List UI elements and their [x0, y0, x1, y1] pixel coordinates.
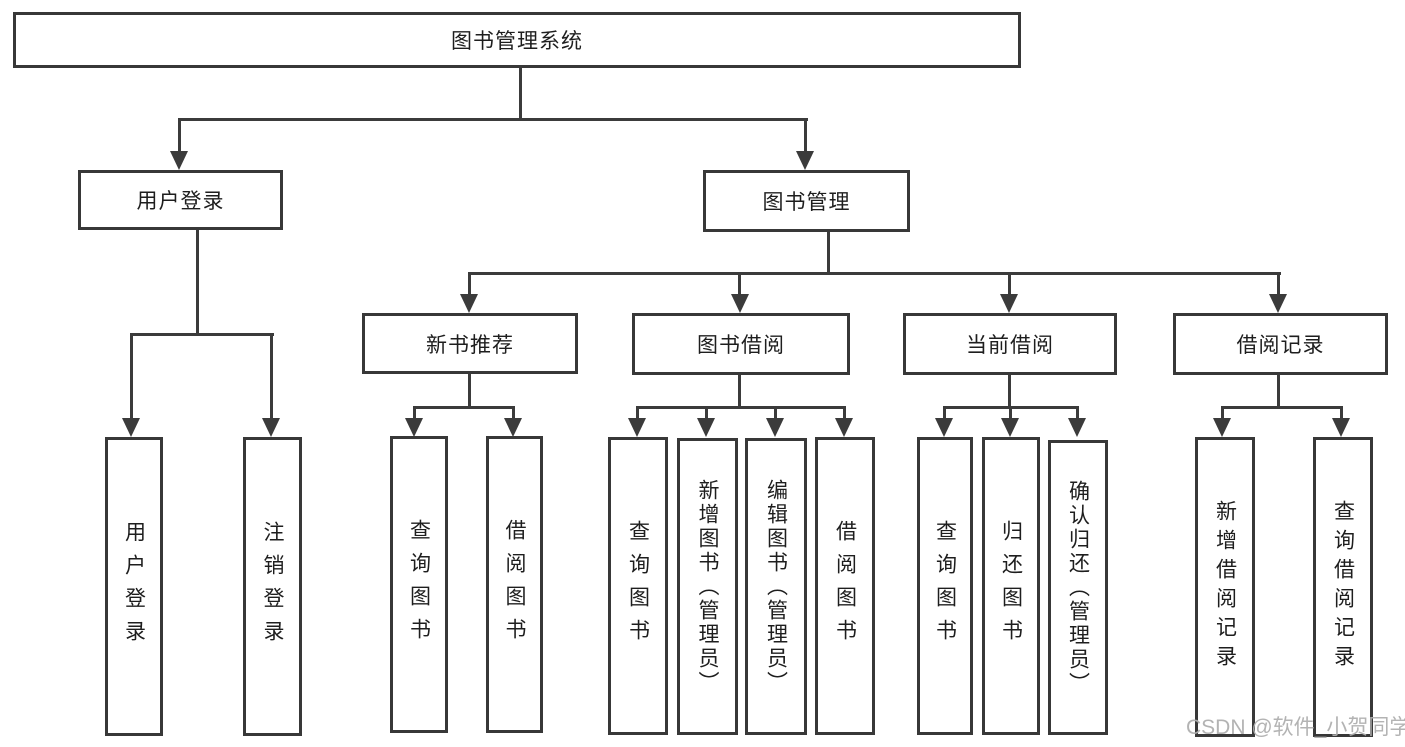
arrow-down-icon: [504, 418, 522, 437]
leaf-return-books: 归还图书: [982, 437, 1040, 735]
connector: [468, 275, 471, 296]
connector: [636, 406, 846, 409]
leaf-return-books-label: 归还图书: [999, 520, 1023, 652]
arrow-down-icon: [1068, 418, 1086, 437]
connector: [130, 336, 133, 420]
connector: [512, 409, 515, 420]
connector: [413, 409, 416, 420]
watermark: CSDN @软件_小贺同学: [1186, 716, 1405, 739]
arrow-down-icon: [1213, 418, 1231, 437]
connector: [1221, 406, 1343, 409]
connector: [1008, 375, 1011, 407]
connector: [943, 409, 946, 420]
connector: [943, 406, 1079, 409]
node-borrow-records: 借阅记录: [1173, 313, 1388, 375]
arrow-down-icon: [731, 294, 749, 313]
node-book-borrow-label: 图书借阅: [697, 334, 785, 357]
connector: [178, 121, 181, 155]
connector: [519, 68, 522, 120]
leaf-add-borrow-record: 新增借阅记录: [1195, 437, 1255, 737]
connector: [178, 118, 808, 121]
leaf-user-login-label: 用户登录: [122, 520, 146, 653]
connector: [1277, 275, 1280, 296]
leaf-query-books-3-label: 查询图书: [933, 520, 957, 652]
connector: [843, 409, 846, 420]
node-current-borrow-label: 当前借阅: [966, 334, 1054, 357]
arrow-down-icon: [835, 418, 853, 437]
arrow-down-icon: [1269, 294, 1287, 313]
leaf-query-borrow-record: 查询借阅记录: [1313, 437, 1373, 737]
connector: [827, 232, 830, 273]
node-book-management: 图书管理: [703, 170, 910, 232]
connector: [804, 121, 807, 155]
arrow-down-icon: [122, 418, 140, 437]
leaf-borrow-books-2-label: 借阅图书: [833, 520, 857, 652]
arrow-down-icon: [1000, 294, 1018, 313]
node-new-book-recommend-label: 新书推荐: [426, 333, 514, 357]
leaf-edit-books-admin-label: 编辑图书（管理员）: [764, 478, 788, 695]
leaf-query-borrow-record-label: 查询借阅记录: [1331, 500, 1355, 674]
connector: [1277, 374, 1280, 407]
leaf-query-books-2: 查询图书: [608, 437, 668, 735]
connector: [468, 374, 471, 407]
connector: [705, 409, 708, 420]
connector: [1008, 275, 1011, 296]
connector: [413, 406, 515, 409]
leaf-confirm-return-admin-label: 确认归还（管理员）: [1066, 479, 1090, 696]
connector: [738, 375, 741, 407]
connector: [1076, 409, 1079, 420]
node-root: 图书管理系统: [13, 12, 1021, 68]
leaf-query-books-1: 查询图书: [390, 436, 448, 733]
leaf-borrow-books-1-label: 借阅图书: [503, 518, 526, 651]
node-borrow-records-label: 借阅记录: [1236, 334, 1325, 357]
arrow-down-icon: [1001, 418, 1019, 437]
leaf-query-books-3: 查询图书: [917, 437, 973, 735]
connector: [130, 333, 274, 336]
arrow-down-icon: [405, 418, 423, 437]
leaf-borrow-books-2: 借阅图书: [815, 437, 875, 735]
leaf-confirm-return-admin: 确认归还（管理员）: [1048, 440, 1108, 735]
arrow-down-icon: [262, 418, 280, 437]
arrow-down-icon: [460, 294, 478, 313]
leaf-add-books-admin-label: 新增图书（管理员）: [696, 478, 719, 695]
leaf-query-books-1-label: 查询图书: [407, 518, 431, 651]
connector: [1340, 409, 1343, 420]
node-new-book-recommend: 新书推荐: [362, 313, 578, 374]
node-book-management-label: 图书管理: [762, 191, 851, 214]
connector: [1009, 409, 1012, 420]
connector: [738, 275, 741, 296]
connector: [774, 409, 777, 420]
arrow-down-icon: [766, 418, 784, 437]
leaf-query-books-2-label: 查询图书: [626, 520, 650, 652]
arrow-down-icon: [628, 418, 646, 437]
connector: [1221, 409, 1224, 420]
arrow-down-icon: [170, 151, 188, 170]
leaf-add-books-admin: 新增图书（管理员）: [677, 438, 738, 735]
leaf-logout: 注销登录: [243, 437, 302, 736]
node-user-login-label: 用户登录: [136, 190, 225, 213]
connector: [468, 272, 1281, 275]
arrow-down-icon: [935, 418, 953, 437]
connector: [196, 230, 199, 334]
leaf-logout-label: 注销登录: [261, 520, 284, 653]
leaf-edit-books-admin: 编辑图书（管理员）: [745, 438, 807, 735]
leaf-add-borrow-record-label: 新增借阅记录: [1213, 500, 1237, 674]
node-current-borrow: 当前借阅: [903, 313, 1117, 375]
node-user-login: 用户登录: [78, 170, 283, 230]
node-root-label: 图书管理系统: [451, 30, 583, 53]
arrow-down-icon: [697, 418, 715, 437]
leaf-borrow-books-1: 借阅图书: [486, 436, 543, 733]
connector: [270, 336, 273, 420]
leaf-user-login: 用户登录: [105, 437, 163, 736]
arrow-down-icon: [1332, 418, 1350, 437]
arrow-down-icon: [796, 151, 814, 170]
connector: [636, 409, 639, 420]
node-book-borrow: 图书借阅: [632, 313, 850, 375]
